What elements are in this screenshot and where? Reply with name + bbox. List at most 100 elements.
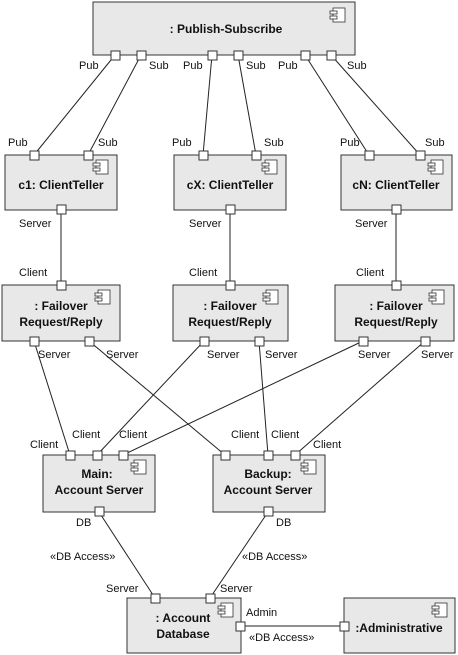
port-cn-pub[interactable]	[364, 150, 375, 161]
component-cx-clientteller[interactable]: cX: ClientTeller	[173, 154, 287, 211]
port-f1-client[interactable]	[56, 280, 67, 291]
label-client: Client	[19, 267, 47, 279]
component-title-line2: Request/Reply	[354, 315, 438, 329]
port-main-client-3[interactable]	[118, 450, 129, 461]
label-server: Server	[106, 349, 139, 361]
label-sub: Sub	[246, 60, 266, 72]
wire-cx-sub	[237, 54, 257, 156]
label-pub: Pub	[278, 60, 298, 72]
wire-f2-main	[96, 340, 205, 456]
port-cn-sub[interactable]	[415, 150, 426, 161]
port-main-client-2[interactable]	[92, 450, 103, 461]
port-ps-sub-3[interactable]	[326, 50, 337, 61]
component-account-database[interactable]: : Account Database	[126, 597, 242, 654]
label-client: Client	[119, 429, 147, 441]
label-pub: Pub	[172, 137, 192, 149]
component-icon	[427, 159, 444, 175]
component-icon	[329, 7, 346, 23]
component-administrative[interactable]: :Administrative	[343, 597, 456, 654]
component-icon	[431, 602, 448, 618]
component-backup-account-server[interactable]: Backup: Account Server	[212, 454, 326, 513]
component-title: cX: ClientTeller	[187, 178, 274, 192]
label-client: Client	[356, 267, 384, 279]
port-ps-sub-1[interactable]	[136, 50, 147, 61]
port-c1-sub[interactable]	[83, 150, 94, 161]
port-f3-server-b[interactable]	[420, 336, 431, 347]
port-administrative[interactable]	[339, 621, 350, 632]
port-f1-server-b[interactable]	[84, 336, 95, 347]
label-client: Client	[189, 267, 217, 279]
component-failover-2[interactable]: : Failover Request/Reply	[172, 284, 289, 342]
component-icon	[300, 459, 317, 475]
wire-f1-main	[33, 340, 71, 456]
component-failover-3[interactable]: : Failover Request/Reply	[334, 284, 455, 342]
port-main-db[interactable]	[94, 506, 105, 517]
port-backup-client-1[interactable]	[220, 450, 231, 461]
label-pub: Pub	[340, 137, 360, 149]
port-backup-db[interactable]	[263, 506, 274, 517]
port-c1-server[interactable]	[56, 204, 67, 215]
port-ps-pub-2[interactable]	[207, 50, 218, 61]
label-sub: Sub	[347, 60, 367, 72]
connector-stereotypes: «DB Access» «DB Access» «DB Access»	[50, 551, 314, 644]
component-publish-subscribe[interactable]: : Publish-Subscribe	[92, 1, 356, 56]
component-cn-clientteller[interactable]: cN: ClientTeller	[340, 154, 453, 211]
label-admin: Admin	[246, 607, 277, 619]
port-cx-sub[interactable]	[251, 150, 262, 161]
component-title-line2: Account Server	[55, 483, 144, 497]
port-cx-server[interactable]	[225, 204, 236, 215]
stereotype-db-access: «DB Access»	[249, 632, 314, 644]
component-title-line2: Request/Reply	[188, 315, 272, 329]
port-c1-pub[interactable]	[29, 150, 40, 161]
label-server: Server	[38, 349, 71, 361]
port-backup-client-3[interactable]	[290, 450, 301, 461]
port-f3-client[interactable]	[391, 280, 402, 291]
label-server: Server	[265, 349, 298, 361]
wire-f2-backup	[258, 340, 269, 456]
ports	[29, 50, 431, 632]
component-icon	[428, 289, 445, 305]
port-f3-server-a[interactable]	[358, 336, 369, 347]
label-server: Server	[358, 349, 391, 361]
label-db: DB	[276, 517, 291, 529]
port-cx-pub[interactable]	[198, 150, 209, 161]
label-server: Server	[207, 349, 240, 361]
component-icon	[217, 602, 234, 618]
component-failover-1[interactable]: : Failover Request/Reply	[1, 284, 121, 342]
component-title-line1: : Failover	[369, 299, 423, 313]
component-title-line2: Account Server	[224, 483, 313, 497]
port-f2-server-a[interactable]	[199, 336, 210, 347]
wire-c1-sub	[87, 54, 142, 156]
port-db-server-2[interactable]	[205, 593, 216, 604]
label-server: Server	[355, 218, 388, 230]
component-title-line1: Backup:	[244, 467, 291, 481]
port-labels: Pub Sub Pub Sub Pub Sub Pub Sub Pub Sub …	[8, 60, 454, 619]
port-ps-sub-2[interactable]	[233, 50, 244, 61]
connectors	[33, 54, 426, 627]
port-db-admin[interactable]	[235, 621, 246, 632]
label-pub: Pub	[183, 60, 203, 72]
port-ps-pub-3[interactable]	[300, 50, 311, 61]
port-db-server-1[interactable]	[150, 593, 161, 604]
port-f1-server-a[interactable]	[29, 336, 40, 347]
component-icon	[261, 159, 278, 175]
label-sub: Sub	[425, 137, 445, 149]
port-f2-client[interactable]	[225, 280, 236, 291]
wire-f3-backup	[294, 340, 426, 456]
component-c1-clientteller[interactable]: c1: ClientTeller	[4, 154, 118, 211]
port-main-client-1[interactable]	[65, 450, 76, 461]
component-icon	[94, 289, 111, 305]
port-ps-pub-1[interactable]	[110, 50, 121, 61]
component-title: c1: ClientTeller	[18, 178, 103, 192]
component-title: cN: ClientTeller	[352, 178, 439, 192]
port-f2-server-b[interactable]	[254, 336, 265, 347]
label-pub: Pub	[8, 137, 28, 149]
port-backup-client-2[interactable]	[263, 450, 274, 461]
label-db: DB	[76, 517, 91, 529]
component-icon	[92, 159, 109, 175]
port-cn-server[interactable]	[391, 204, 402, 215]
label-server: Server	[421, 349, 454, 361]
wire-f1-backup	[88, 340, 226, 456]
wire-cn-sub	[330, 54, 421, 156]
component-main-account-server[interactable]: Main: Account Server	[42, 454, 156, 513]
